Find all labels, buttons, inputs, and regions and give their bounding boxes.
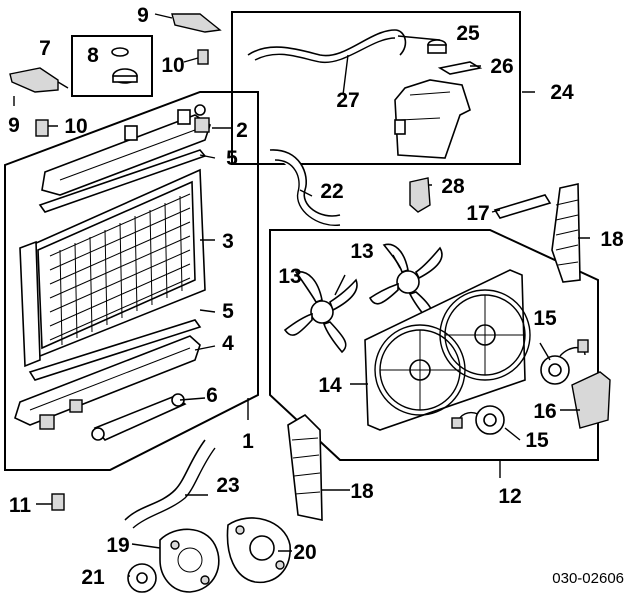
callout-18-upper: 18: [600, 228, 624, 251]
seal-strip-17: [493, 194, 552, 219]
callout-12: 12: [498, 485, 521, 508]
overflow-hose: [247, 29, 407, 63]
callout-3: 3: [222, 230, 234, 253]
clip-9-top: [171, 13, 222, 33]
fan-shroud: [364, 269, 531, 431]
callout-22: 22: [320, 180, 343, 203]
air-guide-lower: [287, 413, 323, 521]
callout-23: 23: [216, 474, 239, 497]
air-guide-upper: [551, 183, 581, 283]
bracket-28: [409, 177, 431, 213]
callout-21: 21: [81, 566, 105, 589]
callout-16: 16: [533, 400, 556, 423]
coolant-reservoir-tank: [394, 79, 471, 159]
upper-radiator-hose: [269, 149, 341, 226]
bolt-11: [51, 493, 65, 511]
fan-bracket: [571, 371, 611, 429]
callout-1: 1: [242, 430, 254, 453]
radiator-group-outline: [4, 91, 259, 471]
callout-9-left: 9: [8, 114, 20, 137]
water-pump-pulley: [127, 563, 157, 593]
callout-13-right: 13: [350, 240, 373, 263]
callout-2: 2: [236, 119, 248, 142]
callout-20: 20: [293, 541, 316, 564]
figure-code: 030-02606: [552, 570, 624, 587]
radiator-bracket: [91, 393, 187, 441]
fan-motor-lower: [451, 405, 505, 435]
callout-13-left: 13: [278, 265, 301, 288]
fan-group-outline: [269, 229, 599, 461]
callout-15-upper: 15: [533, 307, 557, 330]
clip-9-left: [9, 67, 59, 93]
callout-4: 4: [222, 332, 234, 355]
radiator-upper-tank: [41, 104, 211, 196]
callout-17: 17: [466, 202, 489, 225]
callout-24: 24: [550, 81, 574, 104]
fan-blade-left: [283, 271, 358, 354]
callout-27: 27: [336, 89, 359, 112]
callout-9-top: 9: [137, 4, 149, 27]
callout-25: 25: [456, 22, 480, 45]
callout-10-left: 10: [64, 115, 87, 138]
radiator-cap: [112, 68, 138, 84]
reservoir-cap: [427, 39, 447, 54]
callout-10-top: 10: [161, 54, 184, 77]
leader-lines: [13, 13, 590, 577]
reservoir-group-outline: [231, 11, 521, 165]
callout-5-upper: 5: [226, 147, 238, 170]
water-pump-body: [226, 517, 291, 584]
callout-18-lower: 18: [350, 480, 374, 503]
cap-8: [111, 47, 129, 57]
callout-8: 8: [87, 44, 99, 67]
callout-19: 19: [106, 534, 129, 557]
callout-28: 28: [441, 175, 465, 198]
cap-group-outline: [71, 35, 153, 97]
callout-5-lower: 5: [222, 300, 234, 323]
callout-26: 26: [490, 55, 513, 78]
seal-strip-lower: [28, 319, 202, 381]
callout-11: 11: [9, 494, 32, 517]
radiator-lower-tank: [14, 335, 201, 430]
fan-motor-upper: [540, 339, 589, 385]
callout-6: 6: [206, 384, 218, 407]
bolt-10-top: [197, 49, 209, 65]
callout-14: 14: [318, 374, 342, 397]
water-pump-housing: [159, 528, 220, 593]
lower-radiator-hose: [124, 439, 216, 529]
callout-15-lower: 15: [525, 429, 549, 452]
bolt-10-left: [35, 119, 49, 137]
radiator-core: [19, 168, 206, 368]
reservoir-bracket: [437, 61, 483, 75]
callout-7: 7: [39, 37, 51, 60]
